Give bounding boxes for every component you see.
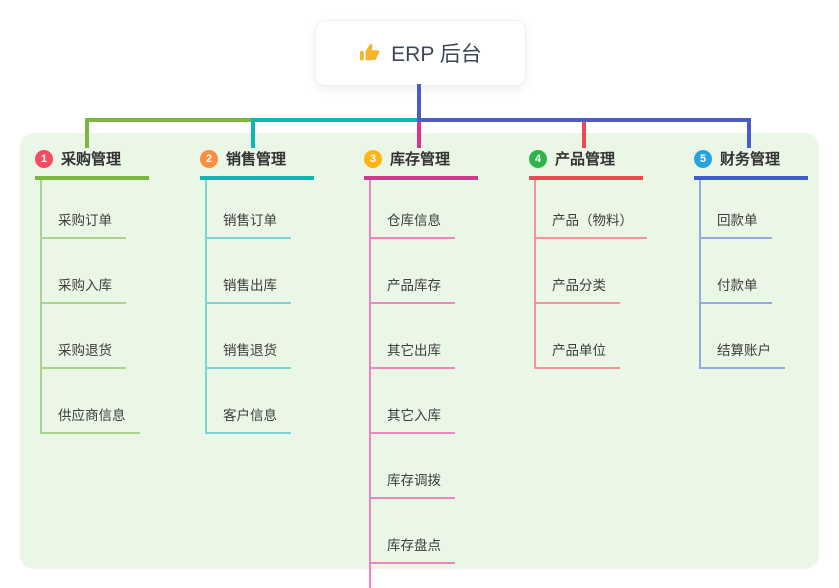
root-node-erp-backend[interactable]: ERP 后台 xyxy=(315,20,526,86)
branch-5-drop-line xyxy=(747,118,751,148)
node-purchase-return[interactable]: 采购退货 xyxy=(42,304,126,369)
branch-children: 仓库信息 产品库存 其它出库 其它入库 库存调拨 库存盘点 出库库明细 xyxy=(369,180,524,588)
node-supplier-info[interactable]: 供应商信息 xyxy=(42,369,140,434)
node-outbound-detail[interactable]: 出库库明细 xyxy=(371,564,469,588)
branch-children: 回款单 付款单 结算账户 xyxy=(699,180,839,369)
node-other-outbound[interactable]: 其它出库 xyxy=(371,304,455,369)
branch-header-inventory[interactable]: 3 库存管理 xyxy=(364,148,478,180)
root-stem-line xyxy=(417,84,421,122)
branch-children: 采购订单 采购入库 采购退货 供应商信息 xyxy=(40,180,195,434)
branch-1-drop-line xyxy=(85,118,89,148)
branch-number-badge: 5 xyxy=(694,149,712,168)
bus-segment-green xyxy=(85,118,255,122)
node-stock-count[interactable]: 库存盘点 xyxy=(371,499,455,564)
branch-number-badge: 1 xyxy=(35,149,53,168)
branch-label: 销售管理 xyxy=(226,151,287,168)
node-product-stock[interactable]: 产品库存 xyxy=(371,239,455,304)
node-product-category[interactable]: 产品分类 xyxy=(536,239,620,304)
node-product-material[interactable]: 产品（物料） xyxy=(536,180,647,239)
branch-product-management: 4 产品管理 产品（物料） 产品分类 产品单位 xyxy=(529,148,689,369)
node-customer-info[interactable]: 客户信息 xyxy=(207,369,291,434)
branch-header-sales[interactable]: 2 销售管理 xyxy=(200,148,314,180)
branch-3-drop-line xyxy=(417,120,421,148)
node-product-unit[interactable]: 产品单位 xyxy=(536,304,620,369)
node-stock-transfer[interactable]: 库存调拨 xyxy=(371,434,455,499)
node-receipt-bill[interactable]: 回款单 xyxy=(701,180,772,239)
branch-label: 产品管理 xyxy=(555,151,616,168)
node-warehouse-info[interactable]: 仓库信息 xyxy=(371,180,455,239)
node-settlement-account[interactable]: 结算账户 xyxy=(701,304,785,369)
branch-label: 财务管理 xyxy=(720,151,781,168)
branch-4-drop-line xyxy=(582,120,586,148)
branch-number-badge: 4 xyxy=(529,149,547,168)
node-sales-order[interactable]: 销售订单 xyxy=(207,180,291,239)
branch-sales-management: 2 销售管理 销售订单 销售出库 销售退货 客户信息 xyxy=(200,148,360,434)
branch-purchase-management: 1 采购管理 采购订单 采购入库 采购退货 供应商信息 xyxy=(35,148,195,434)
branch-children: 产品（物料） 产品分类 产品单位 xyxy=(534,180,689,369)
thumbs-up-icon xyxy=(359,42,381,64)
branch-number-badge: 2 xyxy=(200,149,218,168)
bus-segment-blue xyxy=(417,118,751,122)
node-payment-bill[interactable]: 付款单 xyxy=(701,239,772,304)
node-sales-return[interactable]: 销售退货 xyxy=(207,304,291,369)
branch-label: 库存管理 xyxy=(390,151,451,168)
branch-header-product[interactable]: 4 产品管理 xyxy=(529,148,643,180)
branch-finance-management: 5 财务管理 回款单 付款单 结算账户 xyxy=(694,148,839,369)
branch-2-drop-line xyxy=(251,118,255,148)
branch-children: 销售订单 销售出库 销售退货 客户信息 xyxy=(205,180,360,434)
mindmap-canvas xyxy=(20,133,819,569)
bus-segment-teal xyxy=(251,118,421,122)
branch-inventory-management: 3 库存管理 仓库信息 产品库存 其它出库 其它入库 库存调拨 库存盘点 出库库… xyxy=(364,148,524,588)
root-node-title: ERP 后台 xyxy=(391,43,482,66)
node-sales-outbound[interactable]: 销售出库 xyxy=(207,239,291,304)
branch-header-finance[interactable]: 5 财务管理 xyxy=(694,148,808,180)
node-purchase-inbound[interactable]: 采购入库 xyxy=(42,239,126,304)
node-purchase-order[interactable]: 采购订单 xyxy=(42,180,126,239)
node-other-inbound[interactable]: 其它入库 xyxy=(371,369,455,434)
branch-number-badge: 3 xyxy=(364,149,382,168)
branch-header-purchase[interactable]: 1 采购管理 xyxy=(35,148,149,180)
branch-label: 采购管理 xyxy=(61,151,122,168)
